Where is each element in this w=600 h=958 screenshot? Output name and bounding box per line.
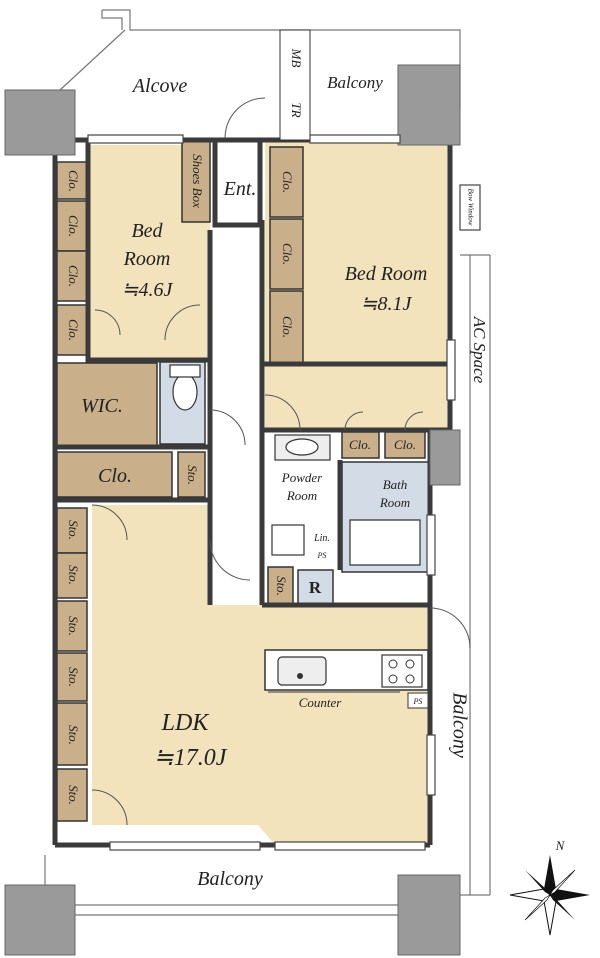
ps2-label: PS	[413, 697, 423, 706]
clo-right-3	[269, 290, 304, 364]
compass-icon: N	[509, 838, 590, 936]
wic	[56, 362, 158, 447]
ldk-floor	[92, 505, 430, 845]
columns	[4, 29, 461, 956]
clo-right-3-label: Clo.	[280, 316, 295, 338]
bath-room-label2: Room	[379, 495, 410, 510]
clo-left-2-label: Clo.	[66, 215, 81, 237]
entry-floor	[212, 230, 262, 605]
tr-label: TR	[289, 102, 304, 117]
clo-left-3	[56, 250, 88, 302]
bathtub	[349, 519, 421, 566]
sto-near-r	[267, 566, 294, 606]
clo-right-1	[269, 146, 304, 218]
sto-ldk-2-label: Sto.	[66, 565, 81, 585]
ldk-label: LDK	[161, 710, 211, 736]
clo-left-1-label: Clo.	[66, 170, 81, 192]
column-right-mid	[429, 429, 461, 486]
ps-label: PS	[317, 551, 327, 560]
sto-ldk-6-label: Sto.	[66, 785, 81, 805]
closet-large	[56, 451, 173, 498]
bath-room-label1: Bath	[383, 477, 408, 492]
clo-left-3-label: Clo.	[66, 265, 81, 287]
sto-ldk-4	[56, 652, 88, 702]
cooktop	[381, 654, 423, 688]
clo-right-bottom-b	[384, 431, 426, 459]
ldk-size: ≒17.0J	[154, 745, 228, 771]
sto-small-middle	[177, 451, 206, 498]
clo-right-2-label: Clo.	[280, 243, 295, 265]
washing-machine	[271, 524, 305, 556]
kitchen	[264, 649, 429, 709]
refrigerator-space	[297, 569, 334, 606]
shoes-box-label: Shoes Box	[190, 154, 205, 208]
kitchen-sink	[277, 656, 327, 686]
powder-room-label1: Powder	[281, 470, 323, 485]
counter-label: Counter	[299, 695, 343, 710]
outline-lines	[44, 9, 491, 935]
wic-label: WIC.	[81, 395, 123, 417]
sto-ldk-4-label: Sto.	[66, 667, 81, 687]
sto-ldk-5	[56, 702, 88, 766]
balcony-top-label: Balcony	[327, 73, 383, 92]
column-bottom-right	[397, 874, 461, 956]
fixtures	[169, 364, 421, 566]
bedroom-right-size: ≒8.1J	[361, 293, 413, 315]
compass-north-label: N	[555, 838, 566, 853]
windows	[87, 134, 481, 851]
bedroom-right-name: Bed Room	[345, 263, 428, 285]
closet-large-label: Clo.	[98, 465, 132, 487]
balcony-bottom-label: Balcony	[197, 868, 263, 890]
sto-ldk-1-label: Sto.	[66, 520, 81, 540]
mb-label: MB	[289, 48, 304, 68]
linen-label: Lin.	[313, 533, 330, 544]
alcove-label: Alcove	[131, 75, 188, 97]
doors	[91, 97, 471, 826]
closet-labels: Clo. Clo. Clo. Clo. Clo. Clo. Clo. Clo. …	[66, 170, 416, 805]
sto-ldk-5-label: Sto.	[66, 725, 81, 745]
column-bottom-left	[4, 884, 76, 956]
bedroom-left-name1: Bed	[131, 220, 163, 242]
room-labels: Alcove Balcony MB TR Shoes Box Ent. Bed …	[81, 48, 489, 890]
clo-right-2	[269, 218, 304, 290]
cabinets	[56, 139, 426, 822]
bedroom-left-name2: Room	[123, 248, 171, 270]
bow-window-label: Bow Window	[466, 189, 474, 226]
refrigerator-label: R	[309, 578, 322, 597]
entrance-label: Ent.	[223, 178, 257, 200]
powder-room-label2: Room	[286, 488, 317, 503]
clo-left-4-label: Clo.	[66, 319, 81, 341]
sto-middle-label: Sto.	[185, 465, 200, 485]
clo-right-1-label: Clo.	[280, 171, 295, 193]
mb-tr-box	[279, 29, 311, 141]
sto-near-r-label: Sto.	[274, 576, 289, 596]
clo-left-4	[56, 304, 88, 356]
clo-bottom-b-label: Clo.	[394, 437, 416, 452]
clo-bottom-a-label: Clo.	[349, 437, 371, 452]
column-top-right	[397, 64, 461, 146]
column-top-left	[4, 89, 76, 156]
bedroom-left-size: ≒4.6J	[122, 279, 174, 301]
walls	[52, 137, 453, 848]
ac-space-label: AC Space	[470, 316, 489, 384]
sto-ldk-6	[56, 768, 88, 822]
balcony-right-label: Balcony	[448, 692, 470, 758]
sto-ldk-3-label: Sto.	[66, 616, 81, 636]
shoes-box	[181, 139, 211, 223]
